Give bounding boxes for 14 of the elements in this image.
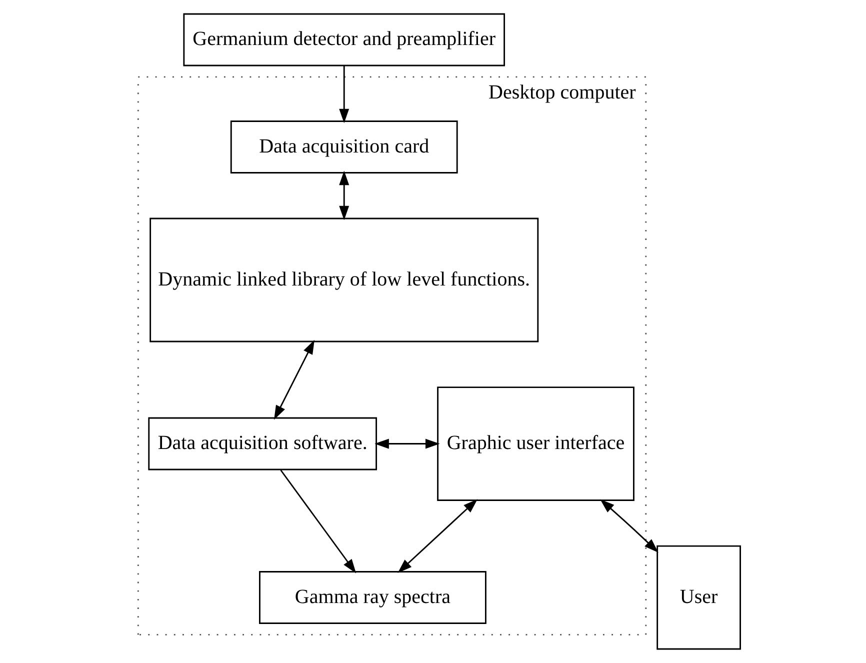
arrow bbox=[274, 340, 314, 420]
node-box: Dynamic linked library of low level functions. bbox=[149, 218, 538, 342]
arrow bbox=[600, 499, 658, 553]
arrow bbox=[397, 499, 478, 573]
arrow bbox=[374, 438, 440, 449]
arrow bbox=[280, 470, 356, 574]
node-box: Data acquisition software. bbox=[148, 417, 376, 470]
arrow bbox=[338, 170, 349, 220]
node-box: User bbox=[656, 545, 740, 650]
node-box: Gamma ray spectra bbox=[258, 571, 486, 624]
node-box: Graphic user interface bbox=[436, 386, 634, 501]
arrow bbox=[338, 66, 349, 124]
node-box: Germanium detector and preamplifier bbox=[182, 13, 504, 66]
node-box: Data acquisition card bbox=[230, 120, 458, 174]
